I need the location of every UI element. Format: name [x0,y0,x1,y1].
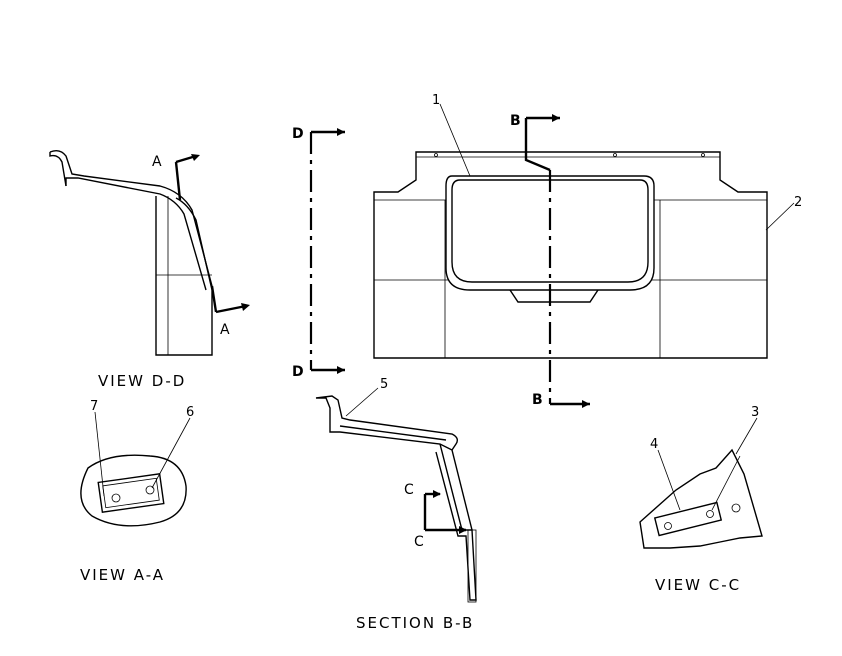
label-a-top: A [152,154,162,170]
label-a-bottom: A [220,322,230,338]
view-dd-drawing [49,149,250,356]
label-b-top: B [510,113,521,129]
leader-2 [765,202,795,231]
label-c-bottom: C [414,534,424,550]
caption-section-bb: SECTION B-B [356,614,474,632]
leader-1 [439,103,471,177]
callout-6: 6 [186,405,194,420]
leader-3 [735,417,758,455]
section-bb-drawing [315,387,477,603]
callout-3: 3 [751,405,759,420]
callout-7: 7 [90,399,98,414]
caption-view-aa: VIEW A-A [80,566,165,584]
view-cc-drawing [639,417,763,549]
view-aa-drawing [80,411,191,527]
callout-2: 2 [794,195,802,210]
callout-5: 5 [380,377,388,392]
leader-7 [94,411,105,497]
leader-6 [151,417,191,489]
label-b-bottom: B [532,392,543,408]
section-line-dd [309,128,345,374]
caption-view-dd: VIEW D-D [98,372,186,390]
label-d-top: D [292,126,304,142]
label-d-bottom: D [292,364,304,380]
caption-view-cc: VIEW C-C [655,576,741,594]
leader-4 [657,449,681,511]
main-assembly-view [373,151,768,359]
callout-1: 1 [432,93,440,108]
callout-4: 4 [650,437,658,452]
leader-5 [345,387,379,417]
section-line-bb [524,114,590,408]
label-c-top: C [404,482,414,498]
